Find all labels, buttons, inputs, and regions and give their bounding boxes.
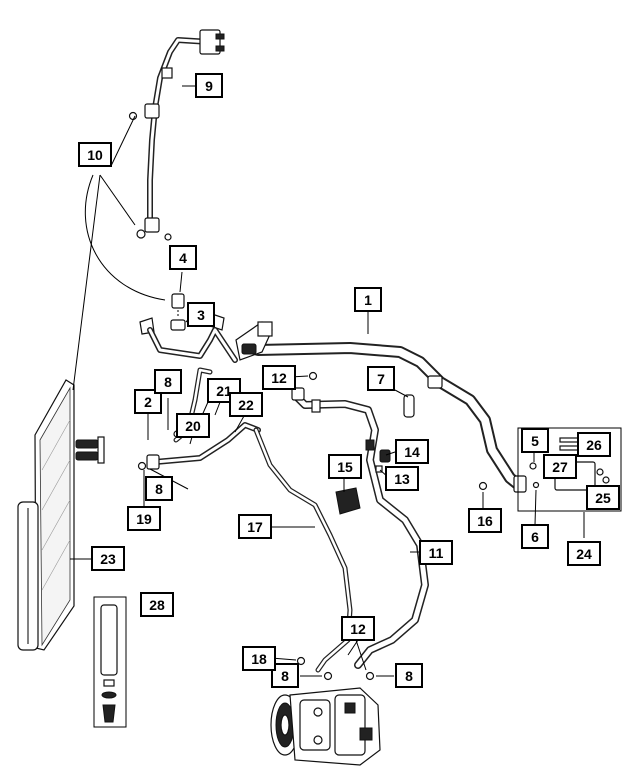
sensor-15 (335, 487, 361, 515)
callout-c20: 20 (176, 413, 210, 438)
o-ring-8-lower (323, 671, 333, 681)
seal-strip-kit (93, 596, 127, 728)
svg-text:5: 5 (531, 433, 539, 449)
o-ring-8-right (365, 671, 375, 681)
callout-c19: 19 (127, 506, 161, 531)
callout-c18: 18 (242, 646, 276, 671)
svg-text:1: 1 (364, 292, 372, 308)
callout-c8d: 8 (395, 663, 423, 688)
o-ring-5 (529, 462, 537, 470)
callout-c8a: 8 (154, 369, 182, 394)
svg-text:25: 25 (595, 490, 611, 506)
callout-c1: 1 (354, 287, 382, 312)
callout-c24: 24 (567, 541, 601, 566)
suction-line (235, 321, 527, 493)
callout-c15: 15 (328, 454, 362, 479)
svg-text:3: 3 (197, 307, 205, 323)
callout-c8b: 8 (145, 476, 173, 501)
svg-text:12: 12 (350, 621, 366, 637)
callout-c8c: 8 (271, 663, 299, 688)
reference-arc (84, 174, 166, 301)
svg-text:11: 11 (429, 545, 444, 561)
svg-text:23: 23 (100, 551, 116, 567)
callout-c16: 16 (468, 508, 502, 533)
callout-c9: 9 (195, 73, 223, 98)
svg-text:24: 24 (576, 546, 592, 562)
callout-c27: 27 (543, 454, 577, 479)
callout-c6: 6 (521, 524, 549, 549)
svg-text:28: 28 (149, 597, 165, 613)
svg-text:17: 17 (247, 519, 263, 535)
svg-text:16: 16 (477, 513, 493, 529)
svg-text:8: 8 (155, 481, 163, 497)
callout-c13: 13 (385, 466, 419, 491)
callout-c23: 23 (91, 546, 125, 571)
svg-text:9: 9 (205, 78, 213, 94)
svg-text:10: 10 (87, 147, 103, 163)
callout-c11: 11 (419, 540, 453, 565)
callout-c12b: 12 (341, 616, 375, 641)
svg-text:22: 22 (238, 397, 254, 413)
callout-c22: 22 (229, 392, 263, 417)
callout-c12a: 12 (262, 365, 296, 390)
svg-text:8: 8 (405, 668, 413, 684)
svg-text:4: 4 (179, 250, 187, 266)
callout-c14: 14 (395, 439, 429, 464)
callout-c4: 4 (169, 245, 197, 270)
fitting-16 (478, 481, 488, 491)
svg-text:7: 7 (377, 371, 385, 387)
svg-text:18: 18 (251, 651, 267, 667)
svg-text:8: 8 (281, 668, 289, 684)
svg-text:6: 6 (531, 529, 539, 545)
svg-text:12: 12 (271, 370, 287, 386)
callout-c25: 25 (586, 485, 620, 510)
svg-text:15: 15 (337, 459, 353, 475)
callout-c5: 5 (521, 428, 549, 453)
part-drawings (17, 29, 622, 766)
callout-c17: 17 (238, 514, 272, 539)
liquid-line-upper (128, 29, 225, 241)
clip-13 (375, 465, 383, 473)
compressor (270, 687, 381, 766)
fitting-14 (379, 449, 391, 463)
svg-text:27: 27 (552, 459, 568, 475)
svg-text:8: 8 (164, 374, 172, 390)
service-valve-7 (403, 394, 415, 418)
leader-lines (70, 85, 585, 677)
callout-c26: 26 (577, 432, 611, 457)
svg-text:19: 19 (136, 511, 152, 527)
svg-text:2: 2 (144, 394, 152, 410)
callout-c10: 10 (78, 142, 112, 167)
callout-c28: 28 (140, 592, 174, 617)
o-ring-18 (296, 656, 306, 666)
callout-c7: 7 (367, 366, 395, 391)
suction-hose-lower (291, 387, 429, 669)
discharge-line (253, 427, 353, 673)
svg-text:14: 14 (404, 444, 420, 460)
liquid-line-lower (137, 327, 261, 471)
o-ring-12 (308, 371, 318, 381)
svg-text:20: 20 (185, 418, 201, 434)
callout-c3: 3 (187, 302, 215, 327)
callout-c2: 2 (134, 389, 162, 414)
svg-text:21: 21 (216, 383, 232, 399)
svg-text:26: 26 (586, 437, 602, 453)
o-ring-6 (532, 481, 540, 489)
condenser (17, 379, 105, 651)
svg-text:13: 13 (394, 471, 410, 487)
